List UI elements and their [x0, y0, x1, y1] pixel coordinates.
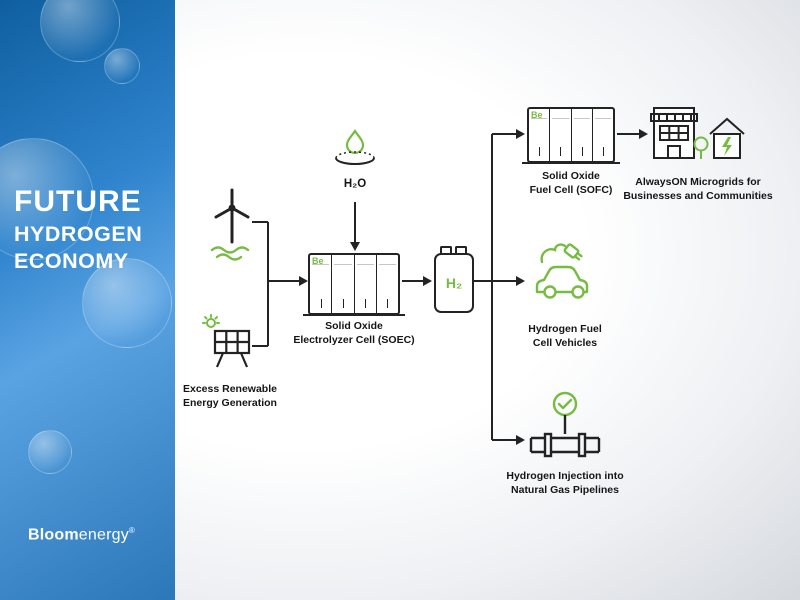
soec-label: Solid Oxide Electrolyzer Cell (SOEC)	[284, 320, 424, 347]
server-base	[522, 162, 620, 164]
tank-terminal	[440, 246, 452, 257]
sidebar: FUTURE HYDROGEN ECONOMY Bloomenergy®	[0, 0, 175, 600]
bloom-energy-logo: Bloomenergy®	[28, 526, 135, 544]
fuel-cell-icon: Be	[522, 107, 620, 164]
bubble-decoration	[0, 138, 94, 260]
logo-light-text: energy	[78, 526, 129, 544]
bubble-decoration	[28, 430, 72, 474]
server-module	[355, 255, 377, 313]
h2o-label: H₂O	[343, 178, 367, 190]
microgrids-label-line2: Businesses and Communities	[623, 189, 773, 202]
be-logo: Be	[531, 110, 543, 120]
sofc-label-line2: Fuel Cell (SOFC)	[529, 183, 613, 196]
server-module	[593, 109, 613, 161]
be-logo: Be	[312, 256, 324, 266]
server-module	[377, 255, 398, 313]
server-module	[572, 109, 593, 161]
page-title: FUTURE HYDROGEN ECONOMY	[14, 186, 142, 273]
car-plug-icon	[535, 243, 589, 299]
sofc-label: Solid Oxide Fuel Cell (SOFC)	[511, 170, 631, 197]
server-module: Be	[310, 255, 333, 313]
logo-bold-text: Bloom	[28, 526, 79, 544]
microgrids-label-line1: AlwaysON Microgrids for	[635, 176, 761, 188]
solar-panel-icon	[202, 314, 251, 368]
pipelines-label-line1: Hydrogen Injection into	[506, 470, 624, 482]
title-line-hydrogen: HYDROGEN	[14, 221, 143, 246]
buildings-icon	[650, 107, 745, 159]
server-module	[550, 109, 572, 161]
wind-turbine-icon	[210, 188, 250, 261]
tank-terminal	[455, 246, 467, 257]
pipelines-label-line2: Natural Gas Pipelines	[511, 483, 619, 496]
logo-registered-mark: ®	[128, 526, 136, 535]
renewables-label: Excess Renewable Energy Generation	[150, 383, 310, 410]
pipelines-label: Hydrogen Injection into Natural Gas Pipe…	[495, 470, 635, 497]
vehicles-label: Hydrogen Fuel Cell Vehicles	[505, 323, 625, 350]
server-base	[303, 314, 405, 316]
pipeline-check-icon	[529, 391, 601, 458]
vehicles-label-line2: Cell Vehicles	[532, 336, 598, 349]
bubble-decoration	[104, 48, 140, 84]
vehicles-label-line1: Hydrogen Fuel	[528, 323, 602, 335]
microgrids-label: AlwaysON Microgrids for Businesses and C…	[618, 176, 778, 203]
soec-label-line2: Electrolyzer Cell (SOEC)	[293, 333, 415, 346]
server-module: Be	[529, 109, 551, 161]
title-line-economy: ECONOMY	[14, 249, 129, 274]
renewables-label-line1: Excess Renewable	[183, 383, 277, 395]
title-line-future: FUTURE	[14, 185, 142, 218]
soec-label-line1: Solid Oxide	[325, 320, 383, 332]
bubble-decoration	[82, 258, 172, 348]
electrolyzer-icon: Be	[303, 253, 405, 316]
h2-label: H₂	[445, 275, 463, 291]
sofc-label-line1: Solid Oxide	[542, 170, 600, 182]
server-module	[332, 255, 355, 313]
tank-body: H₂	[434, 253, 474, 313]
water-drop-icon	[335, 129, 375, 165]
renewables-label-line2: Energy Generation	[183, 396, 277, 409]
